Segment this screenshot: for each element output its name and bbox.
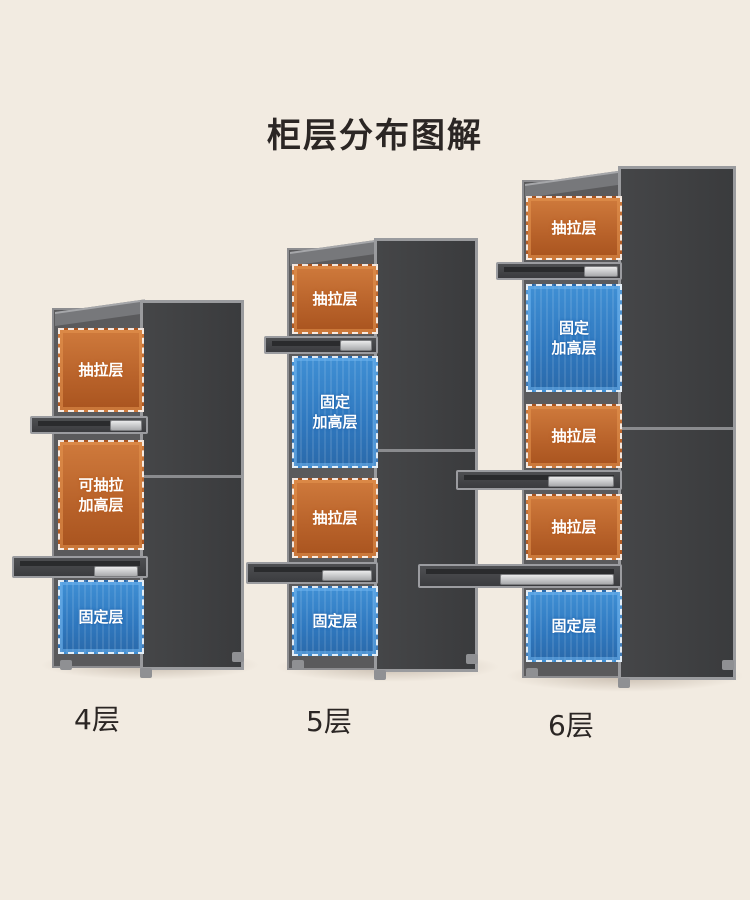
fixed-drawer: 固定层 [292, 586, 378, 656]
slide-rail [322, 570, 372, 581]
cabinet-caption: 4层 [74, 703, 120, 736]
fixed-drawer: 固定层 [58, 580, 144, 654]
side-panel [618, 166, 736, 680]
pull-out-drawer: 抽拉层 [526, 494, 622, 560]
drawer-label-line2: 加高层 [78, 496, 124, 514]
pull-out-drawer: 抽拉层 [58, 328, 144, 412]
cabinet-caption: 6层 [548, 709, 594, 742]
slide-rail [340, 340, 372, 351]
cabinet-foot [232, 652, 244, 662]
tray-inner [254, 567, 370, 572]
cabinet-foot [466, 654, 478, 664]
side-seam [143, 475, 241, 478]
slide-rail [500, 574, 614, 585]
drawer-label-line1: 固定 [558, 319, 589, 337]
side-seam [621, 427, 733, 430]
drawer-label: 固定层 [551, 617, 597, 635]
cabinet-foot [292, 660, 304, 670]
page-title: 柜层分布图解 [267, 116, 483, 156]
drawer-label-line1: 可抽拉 [78, 476, 124, 494]
cabinet-foot [374, 670, 386, 680]
pull-out-tall-drawer: 可抽拉 加高层 [58, 440, 144, 550]
cabinet-foot [526, 668, 538, 678]
slide-rail [110, 420, 142, 431]
cabinet-foot [722, 660, 734, 670]
cabinet-caption: 5层 [306, 705, 352, 738]
side-seam [377, 449, 475, 452]
drawer-label: 抽拉层 [551, 219, 597, 237]
slide-rail [94, 566, 138, 577]
drawer-label-line2: 加高层 [312, 413, 358, 431]
drawer-label: 抽拉层 [78, 361, 124, 379]
side-panel [140, 300, 244, 670]
pull-out-drawer: 抽拉层 [292, 264, 378, 334]
tray-inner [504, 267, 614, 272]
tray-inner [426, 569, 614, 574]
tray-inner [20, 561, 140, 566]
drawer-label-line2: 加高层 [551, 339, 597, 357]
tray-inner [272, 341, 370, 346]
fixed-tall-drawer: 固定 加高层 [292, 356, 378, 468]
drawer-label: 抽拉层 [312, 509, 358, 527]
pull-out-drawer: 抽拉层 [292, 478, 378, 558]
drawer-label: 固定层 [312, 612, 358, 630]
drawer-label: 固定层 [78, 608, 124, 626]
drawer-label: 抽拉层 [312, 290, 358, 308]
drawer-label: 抽拉层 [551, 518, 597, 536]
pull-out-drawer: 抽拉层 [526, 404, 622, 468]
cabinet-foot [140, 668, 152, 678]
drawer-label: 抽拉层 [551, 427, 597, 445]
pull-out-drawer: 抽拉层 [526, 196, 622, 260]
tray-inner [38, 421, 140, 426]
fixed-tall-drawer: 固定 加高层 [526, 284, 622, 392]
slide-rail [584, 266, 618, 277]
tray-inner [464, 475, 614, 480]
drawer-label-line1: 固定 [319, 393, 350, 411]
fixed-drawer: 固定层 [526, 590, 622, 662]
cabinet-foot [60, 660, 72, 670]
cabinet-foot [618, 678, 630, 688]
side-panel [374, 238, 478, 672]
slide-rail [548, 476, 614, 487]
